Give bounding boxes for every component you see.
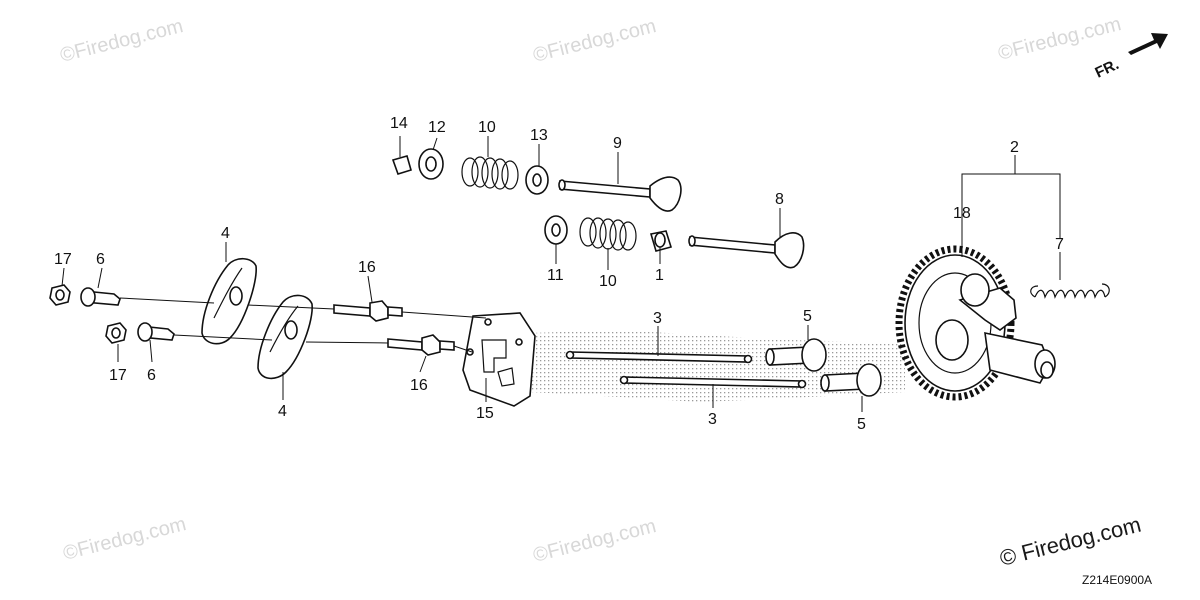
front-arrow-icon: [1128, 33, 1168, 55]
callout-15: 15: [476, 405, 494, 422]
watermark-top-center: ©Firedog.com: [531, 15, 658, 67]
part-6-adjusting-nut-lower: [137, 322, 175, 342]
firedog-brand-text: © Firedog.com: [997, 512, 1143, 571]
part-7-decompressor-spring: [1030, 283, 1110, 299]
part-9-exhaust-valve: [558, 176, 682, 212]
watermark-top-left: ©Firedog.com: [58, 15, 185, 67]
part-18-camshaft-gear: [895, 245, 1056, 401]
part-16-pivot-bolt-lower: [387, 334, 455, 356]
part-6-adjusting-nut-upper: [80, 287, 121, 307]
watermark-top-right: ©Firedog.com: [996, 13, 1123, 65]
callout-6-upper: 6: [96, 251, 105, 268]
callout-leaders: [61, 136, 1061, 412]
callout-13: 13: [530, 127, 548, 144]
callout-14: 14: [390, 115, 408, 132]
part-4-rocker-arm-upper: [201, 257, 257, 345]
part-17-lock-nut-lower: [105, 322, 127, 344]
part-17-lock-nut-upper: [49, 284, 71, 306]
callout-16-upper: 16: [358, 259, 376, 276]
callout-labels: 14 12 10 13 9 8 11 10 1 2 18 7 4 17 6 16…: [54, 115, 1064, 433]
front-label: FR.: [1093, 56, 1122, 82]
callout-10-upper: 10: [478, 119, 496, 136]
diagram-code: Z214E0900A: [1082, 573, 1152, 587]
callout-11: 11: [547, 267, 564, 284]
callout-4-upper: 4: [221, 225, 230, 242]
callout-8: 8: [775, 191, 784, 208]
callout-2: 2: [1010, 139, 1019, 156]
callout-10-lower: 10: [599, 273, 617, 290]
callout-3-lower: 3: [708, 411, 717, 428]
part-15-pushrod-guide-plate: [462, 312, 536, 407]
part-4-rocker-arm-lower: [257, 294, 313, 380]
part-8-intake-valve: [688, 232, 805, 269]
pushrod-shade-region: [530, 330, 905, 402]
callout-12: 12: [428, 119, 446, 136]
callout-9: 9: [613, 135, 622, 152]
callout-5-upper: 5: [803, 308, 812, 325]
part-5-tappet-upper: [765, 338, 827, 372]
callout-1: 1: [655, 267, 664, 284]
callout-5-lower: 5: [857, 416, 866, 433]
watermark-bottom-left: ©Firedog.com: [61, 513, 188, 565]
part-13-spring-seat: [525, 165, 549, 195]
callout-7: 7: [1055, 236, 1064, 253]
callout-17-upper: 17: [54, 251, 72, 268]
assembly-lines: [119, 297, 487, 353]
part-16-pivot-bolt-upper: [333, 300, 403, 322]
part-10-valve-spring-lower: [579, 217, 637, 251]
part-10-valve-spring-upper: [461, 156, 519, 190]
part-3-pushrod-lower: [619, 375, 807, 389]
part-3-pushrod-upper: [565, 350, 753, 364]
front-direction-indicator: FR.: [1093, 33, 1168, 82]
callout-18: 18: [953, 205, 971, 222]
watermark-bottom-center: ©Firedog.com: [531, 515, 658, 567]
callout-4-lower: 4: [278, 403, 287, 420]
callout-17-lower: 17: [109, 367, 127, 384]
callout-3-upper: 3: [653, 310, 662, 327]
callout-6-lower: 6: [147, 367, 156, 384]
part-1-valve-rotator: [649, 230, 673, 252]
part-14-collet: [391, 155, 412, 175]
part-5-tappet-lower: [820, 363, 882, 397]
part-11-stem-seal: [544, 215, 568, 245]
part-12-retainer: [418, 148, 444, 180]
callout-16-lower: 16: [410, 377, 428, 394]
